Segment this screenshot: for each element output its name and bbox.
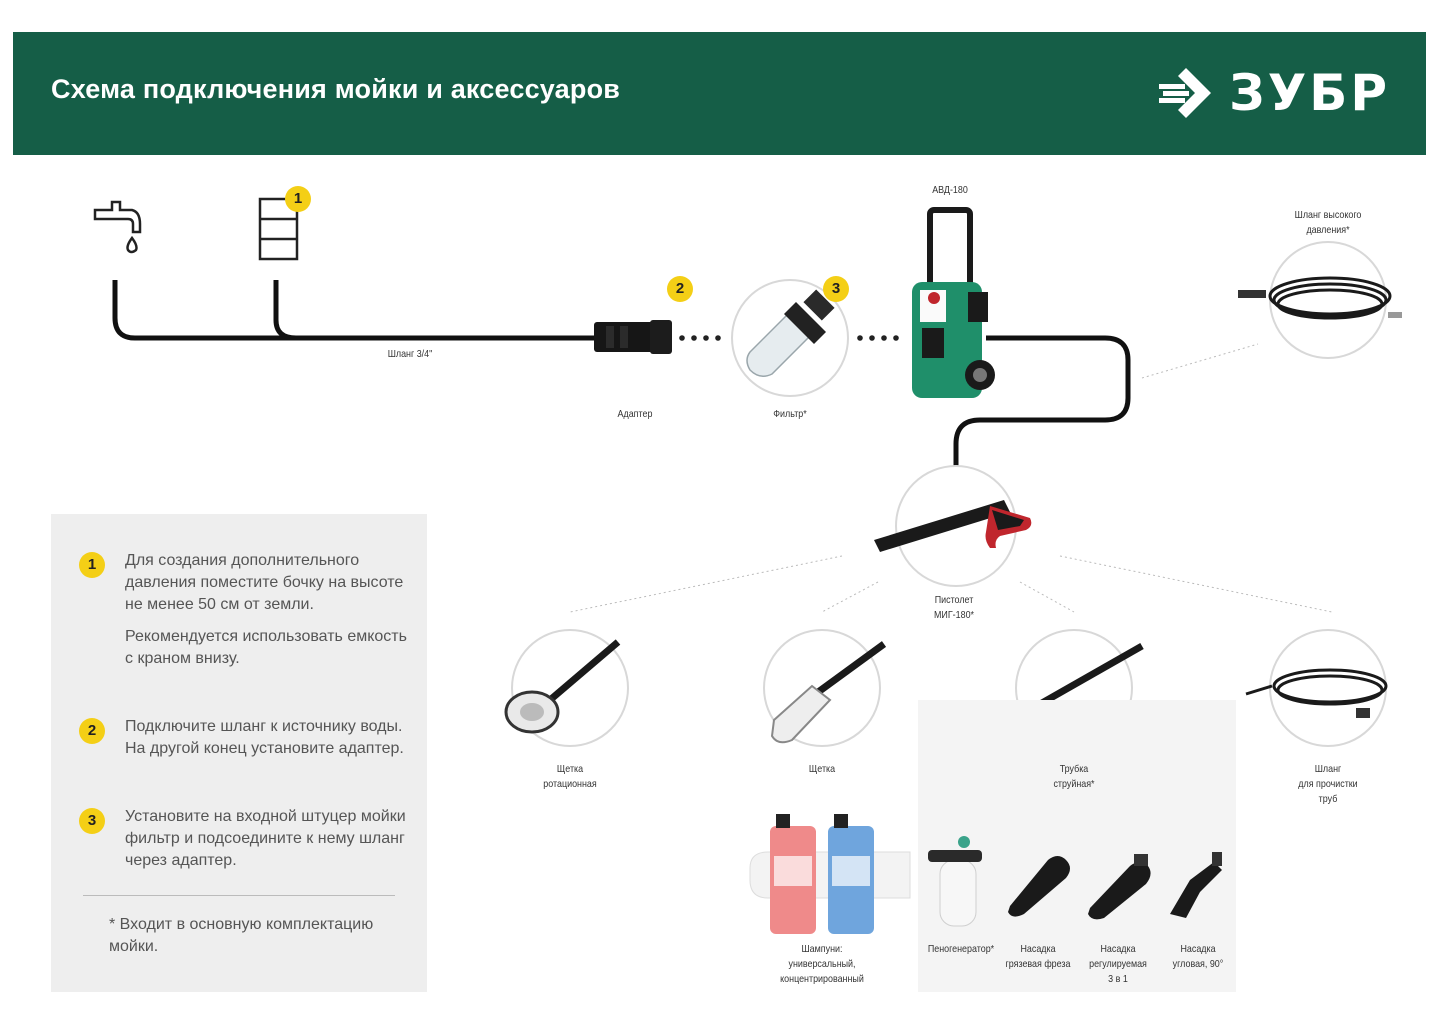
step-badge-3: 3 <box>823 276 849 302</box>
brand-name: ЗУБР <box>1229 64 1390 122</box>
dotted-connector <box>679 335 899 341</box>
instructions-panel: 1 Для создания дополнительного давления … <box>51 514 427 992</box>
high-pressure-hose-image <box>1238 241 1402 359</box>
supply-hose <box>112 280 600 341</box>
instruction-step-1: 1 Для создания дополнительного давления … <box>79 550 419 670</box>
instruction-step-3: 3 Установите на входной штуцер мойки фил… <box>79 806 419 872</box>
machine-label: АВД-180 <box>932 184 968 196</box>
rotary-brush-image <box>504 629 629 747</box>
filter-label: Фильтр* <box>773 408 807 420</box>
step-text: Для создания дополнительного давления по… <box>125 552 404 613</box>
tap-icon <box>93 200 142 254</box>
header-banner: Схема подключения мойки и аксессуаров ЗУ… <box>13 32 1426 155</box>
step-number: 3 <box>79 808 105 834</box>
step-number: 2 <box>79 718 105 744</box>
step-badge-1: 1 <box>285 186 311 212</box>
spray-gun-image <box>874 465 1032 587</box>
page-title: Схема подключения мойки и аксессуаров <box>51 74 621 104</box>
hose-label: Шланг 3/4" <box>387 348 433 360</box>
pointer-lines <box>569 555 1333 613</box>
shampoo-label: Шампуни:универсальный,концентрированный <box>780 943 864 985</box>
dirt-nozzle-image <box>1008 856 1070 917</box>
barrel-icon <box>258 197 299 261</box>
adapter <box>594 320 672 354</box>
footnote: * Входит в основную комплектацию мойки. <box>109 916 374 955</box>
adapter-label: Адаптер <box>617 408 653 420</box>
high-pressure-hose-line <box>953 335 1131 468</box>
pressure-washer-image <box>912 207 995 398</box>
foam-generator-image <box>928 836 982 927</box>
brush-label: Щетка <box>808 763 836 775</box>
filter-image <box>731 279 849 397</box>
brand-logo: ЗУБР <box>1157 62 1390 124</box>
instruction-step-2: 2 Подключите шланг к источнику воды. На … <box>79 716 419 760</box>
accessories-area <box>918 700 1236 992</box>
pipe-cleaning-hose-image <box>1245 629 1388 747</box>
barrel-hose <box>273 280 297 341</box>
divider <box>83 895 395 896</box>
angle-nozzle-image <box>1170 852 1222 918</box>
step-number: 1 <box>79 552 105 578</box>
step-text: Установите на входной штуцер мойки фильт… <box>125 808 406 869</box>
brand-arrow-icon <box>1159 68 1212 118</box>
adjustable-nozzle-image <box>1088 854 1151 920</box>
brush-image <box>763 629 887 747</box>
step-text: Рекомендуется использовать емкость с кра… <box>125 628 407 667</box>
shampoo-bottles-image <box>749 814 911 934</box>
step-badge-2: 2 <box>667 276 693 302</box>
step-text: Подключите шланг к источнику воды. На др… <box>125 718 404 757</box>
pointer-line <box>1141 343 1259 379</box>
foam-generator-label: Пеногенератор* <box>927 943 995 955</box>
